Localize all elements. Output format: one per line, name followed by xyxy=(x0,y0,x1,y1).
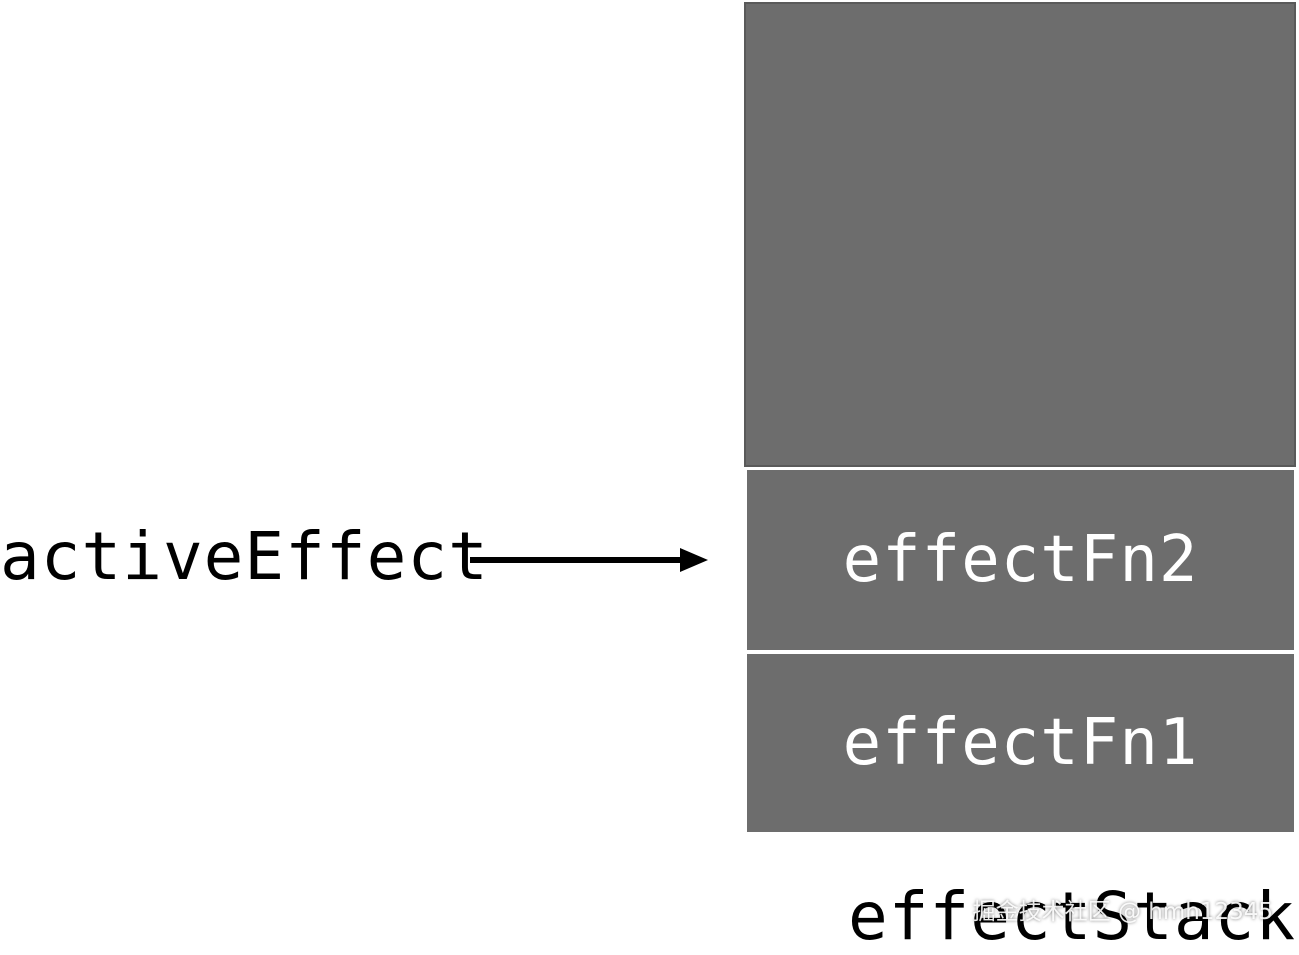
stack-frame-label: effectFn1 xyxy=(842,706,1199,780)
watermark: 掘金技术社区 @ hmh12345 xyxy=(972,899,1273,925)
stack-empty-space xyxy=(744,2,1296,467)
stack-frame-label: effectFn2 xyxy=(842,523,1199,597)
effect-stack-label: effectStack xyxy=(848,878,1297,955)
stack-frame-effectfn1: effectFn1 xyxy=(747,654,1294,832)
stack-frame-effectfn2: effectFn2 xyxy=(747,470,1294,650)
active-effect-label: activeEffect xyxy=(0,518,489,595)
pointer-arrow-icon xyxy=(470,548,708,572)
